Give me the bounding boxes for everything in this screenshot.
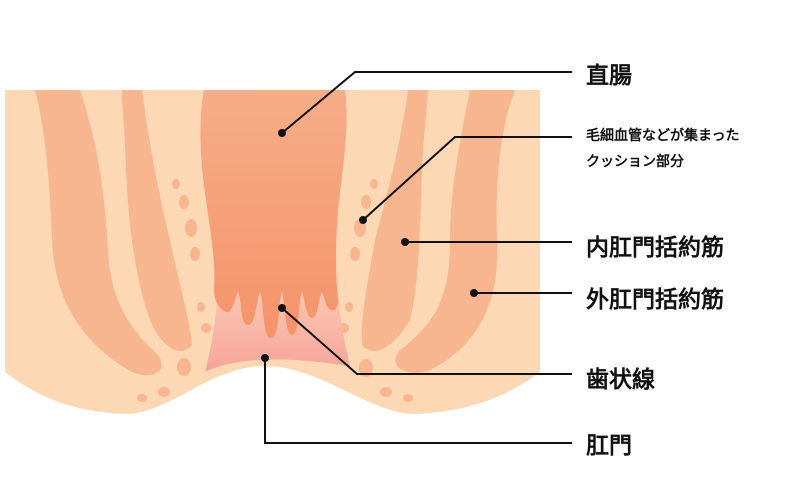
label-internal-sphincter: 内肛門括約筋 [586, 235, 724, 261]
vascular-cushions [137, 179, 413, 402]
label-anus: 肛門 [586, 433, 632, 459]
rectum [200, 90, 347, 338]
label-external-sphincter: 外肛門括約筋 [586, 287, 724, 313]
label-dentate-line: 歯状線 [586, 367, 655, 393]
internal-sphincter-left [122, 90, 192, 351]
label-cushion-line1: 毛細血管などが集まった [586, 128, 740, 144]
internal-sphincter-right [361, 90, 428, 351]
leader-dots [261, 129, 478, 362]
leader-lines [264, 71, 572, 444]
label-rectum: 直腸 [586, 63, 632, 89]
external-sphincter-left [35, 90, 162, 376]
external-sphincter-right [395, 90, 515, 373]
label-cushion-line2: クッション部分 [586, 154, 684, 170]
